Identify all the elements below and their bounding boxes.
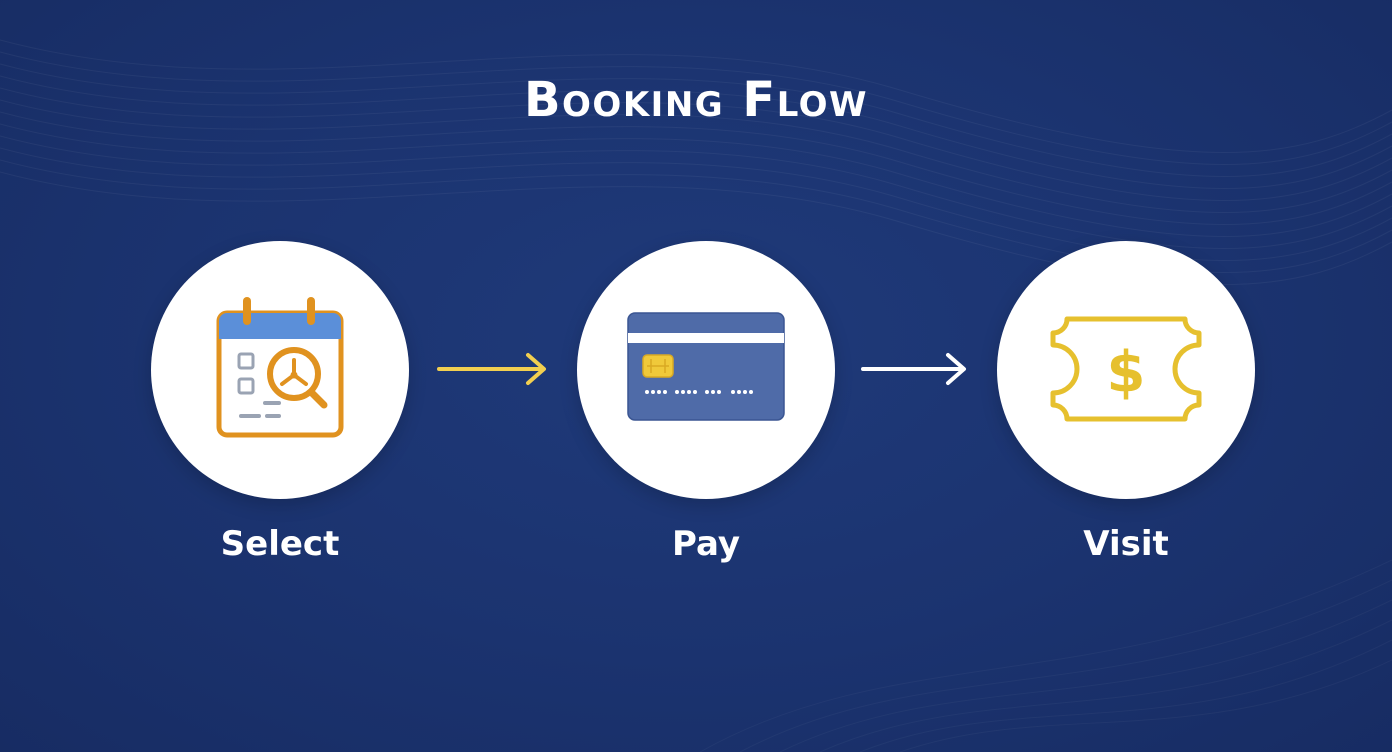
step-pay-circle — [577, 241, 835, 499]
dollar-sign: $ — [1107, 340, 1146, 405]
step-visit-circle: $ — [997, 241, 1255, 499]
calendar-search-icon — [216, 297, 344, 438]
step-label-visit: Visit — [1083, 524, 1169, 564]
page-title: Booking Flow — [523, 72, 869, 128]
step-label-pay: Pay — [671, 524, 741, 564]
ticket-icon: $ — [1050, 316, 1202, 422]
step-select-circle — [151, 241, 409, 499]
credit-card-icon — [627, 312, 785, 421]
arrow-right-icon — [437, 353, 546, 385]
step-label-select: Select — [220, 524, 340, 564]
arrow-right-icon — [861, 353, 966, 385]
